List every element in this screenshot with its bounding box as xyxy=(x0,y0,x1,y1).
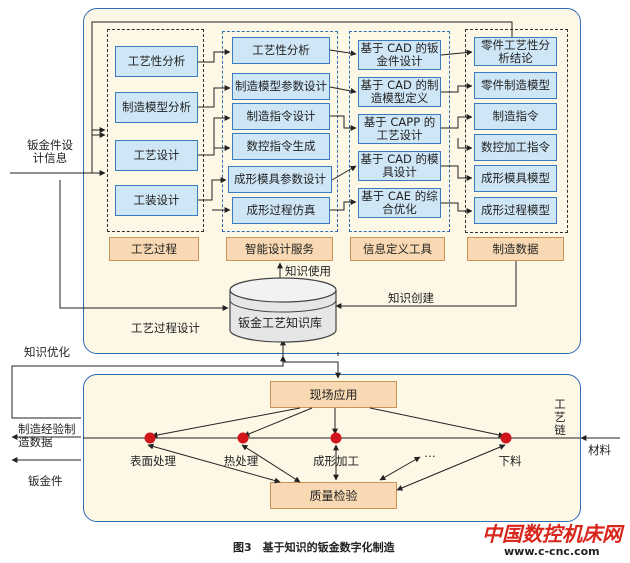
category-info-tools: 信息定义工具 xyxy=(350,237,445,261)
category-smart-design: 智能设计服务 xyxy=(226,237,333,261)
smart-box-6: 成形过程仿真 xyxy=(232,197,330,224)
knowledge-use-label: 知识使用 xyxy=(285,264,331,278)
process-box-2: 制造模型分析 xyxy=(115,92,198,123)
smart-design-group xyxy=(222,31,338,232)
process-box-1: 工艺性分析 xyxy=(115,46,198,77)
node-label-blanking: 下料 xyxy=(498,454,522,468)
field-application-box: 现场应用 xyxy=(270,381,397,408)
node-label-heat: 热处理 xyxy=(223,454,259,468)
data-box-5: 成形模具模型 xyxy=(474,165,557,192)
smart-box-2: 制造模型参数设计 xyxy=(232,73,330,100)
category-process: 工艺过程 xyxy=(109,237,199,261)
tool-box-5: 基于 CAE 的综合优化 xyxy=(358,188,441,218)
sheet-metal-info-label: 钣金件设计信息 xyxy=(27,138,73,165)
process-box-3: 工艺设计 xyxy=(115,140,198,171)
smart-box-1: 工艺性分析 xyxy=(232,37,330,64)
knowledge-optimize-label: 知识优化 xyxy=(24,345,70,359)
tool-box-1: 基于 CAD 的钣金件设计 xyxy=(358,40,441,70)
smart-box-3: 制造指令设计 xyxy=(232,103,330,130)
data-box-6: 成形过程模型 xyxy=(474,197,557,224)
sheet-metal-part-label: 钣金件 xyxy=(28,474,63,488)
process-box-4: 工装设计 xyxy=(115,185,198,216)
info-tools-group xyxy=(349,31,450,232)
tool-box-3: 基于 CAPP 的工艺设计 xyxy=(358,114,441,144)
process-group xyxy=(107,29,204,232)
smart-box-5: 成形模具参数设计 xyxy=(228,166,332,193)
mfg-experience-label: 制造经验制造数据 xyxy=(18,422,76,449)
smart-box-4: 数控指令生成 xyxy=(232,133,330,160)
quality-inspection-box: 质量检验 xyxy=(270,482,397,509)
tool-box-4: 基于 CAD 的模具设计 xyxy=(358,151,441,181)
node-label-forming: 成形加工 xyxy=(313,454,359,468)
logo-brand: 中国数控机床网 xyxy=(482,522,622,546)
database-cylinder xyxy=(229,277,337,343)
category-mfg-data: 制造数据 xyxy=(467,237,564,261)
node-label-surface: 表面处理 xyxy=(130,454,176,468)
node-label-ellipsis: … xyxy=(424,446,436,460)
figure-caption: 图3 基于知识的钣金数字化制造 xyxy=(233,541,395,554)
data-box-1: 零件工艺性分析结论 xyxy=(474,37,557,66)
knowledge-create-label: 知识创建 xyxy=(388,291,434,305)
data-box-4: 数控加工指令 xyxy=(474,134,557,161)
mfg-data-group xyxy=(465,29,568,233)
process-design-label: 工艺过程设计 xyxy=(131,321,200,335)
data-box-3: 制造指令 xyxy=(474,103,557,130)
logo-url: www.c-cnc.com xyxy=(504,545,600,558)
data-box-2: 零件制造模型 xyxy=(474,72,557,99)
material-label: 材料 xyxy=(588,443,611,457)
site-logo: 中国数控机床网 www.c-cnc.com xyxy=(482,518,622,558)
process-chain-label: 工艺链 xyxy=(554,397,566,437)
knowledge-base-label: 钣金工艺知识库 xyxy=(238,316,323,330)
tool-box-2: 基于 CAD 的制造模型定义 xyxy=(358,77,441,107)
